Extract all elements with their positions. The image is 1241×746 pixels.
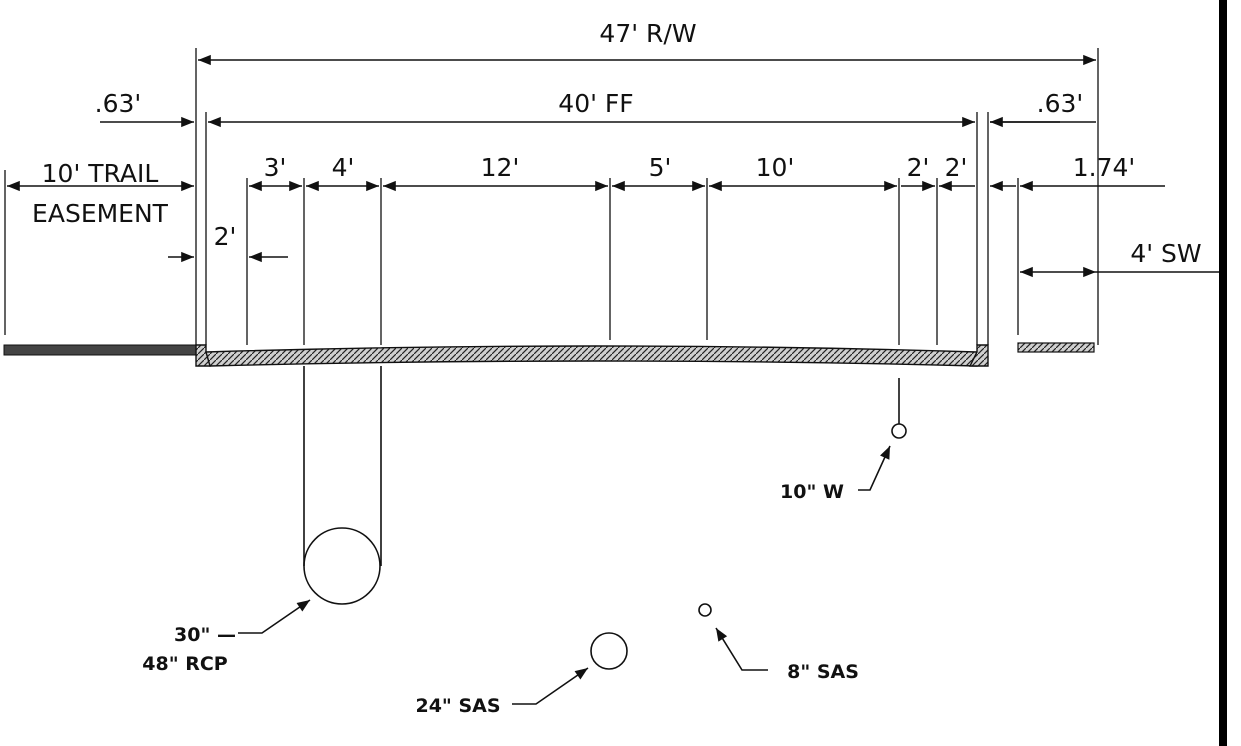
sidewalk-label: 4' SW [1130,239,1201,268]
trail-surface [3,344,197,356]
water-main: 10" W [780,378,907,503]
row-dimension: 47' R/W [195,19,1099,345]
segment-2a-label: 2' [907,153,930,182]
rcp-label-line1: 30" — [174,624,236,646]
segment-4-label: 4' [332,153,355,182]
water-label: 10" W [780,481,844,503]
rcp-label-line2: 48" RCP [142,653,228,675]
ff-dimension: 40' FF [205,89,989,345]
right-offset-label: .63' [1037,89,1084,118]
sas24-pipe-circle [590,632,628,670]
sanitary-24: 24" SAS [415,632,628,717]
segment-3-label: 3' [264,153,287,182]
pavement-section [3,342,1095,367]
segment-2b-label: 2' [945,153,968,182]
water-pipe-circle [891,423,907,439]
trail-label-line2: EASEMENT [32,199,169,228]
right-curb [968,344,989,367]
sanitary-8: 8" SAS [698,603,859,683]
sidewalk-surface [1017,342,1095,353]
segment-10-label: 10' [756,153,795,182]
segment-extension-lines [246,178,1019,345]
gap-left-dimension: 2' [168,222,288,263]
storm-pipe: 30" — 48" RCP [142,366,382,675]
segment-dimension-chain: 3' 4' 12' 5' 10' 2' 2' 1.74' [248,153,1165,192]
rcp-pipe-circle [303,527,381,605]
sas8-label: 8" SAS [787,661,859,683]
sidewalk-dimension: 4' SW [1020,239,1219,278]
trail-label-line1: 10' TRAIL [42,159,159,188]
segment-174-label: 1.74' [1073,153,1136,182]
row-label: 47' R/W [599,19,696,48]
segment-5-label: 5' [649,153,672,182]
ff-label: 40' FF [558,89,633,118]
right-offset-dimension: .63' [990,89,1096,128]
segment-12-label: 12' [481,153,520,182]
road-surface [205,345,978,367]
gap-left-label: 2' [214,222,237,251]
drawing-frame-border [1219,0,1227,746]
left-offset-dimension: .63' [95,89,194,128]
left-offset-label: .63' [95,89,142,118]
sas8-pipe-circle [698,603,712,617]
sas24-label: 24" SAS [415,695,500,717]
trail-easement-dimension: 10' TRAIL EASEMENT [4,159,194,335]
